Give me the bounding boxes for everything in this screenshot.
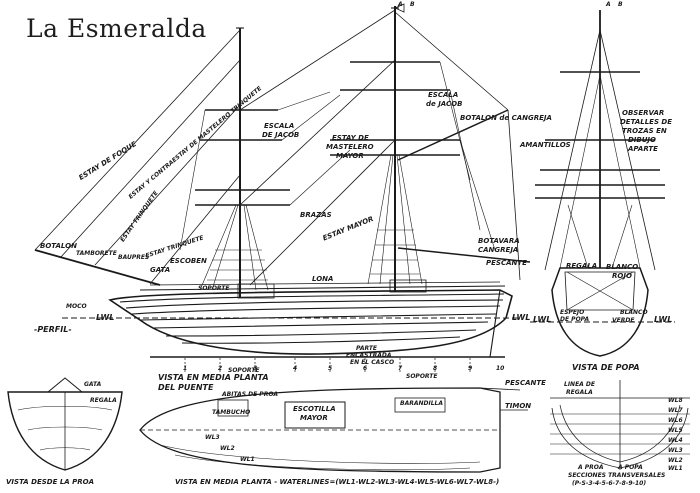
label-vista-popa: VISTA DE POPA: [572, 363, 640, 372]
label-observar-5: APARTE: [628, 145, 658, 153]
label-botavara-1: BOTAVARA: [478, 237, 520, 245]
marker-a-1: A: [398, 1, 403, 8]
label-wl1: WL1: [668, 465, 683, 472]
label-perfil: -PERFIL-: [34, 325, 72, 334]
station-7: 7: [398, 365, 403, 372]
label-media-planta-1: VISTA EN MEDIA PLANTA: [158, 373, 269, 382]
station-1: 1: [183, 365, 188, 372]
profile-hull: [108, 289, 513, 355]
label-parte-encastrada-3: EN EL CASCO: [350, 359, 395, 366]
label-wl-plan-2: WL2: [220, 445, 235, 452]
label-espejo-2: DE POPA: [560, 316, 590, 323]
label-regala-2: REGALA: [90, 397, 117, 404]
label-wl4: WL4: [668, 437, 683, 444]
station-10: 10: [496, 365, 505, 372]
station-9: 9: [468, 365, 473, 372]
label-wl-plan-3: WL3: [205, 434, 220, 441]
label-escotilla-1: ESCOTILLA: [293, 405, 336, 413]
label-observar-4: DIBUJO: [628, 136, 656, 144]
label-observar-1: OBSERVAR: [622, 109, 665, 117]
label-timon: TIMON: [505, 402, 532, 410]
label-brazas: BRAZAS: [300, 211, 332, 219]
label-estay-mastelero-3: MAYOR: [336, 152, 364, 160]
deck-plan-hull: [139, 387, 501, 473]
station-6: 6: [363, 365, 368, 372]
station-4: 4: [293, 365, 298, 372]
label-a-proa: A PROA: [578, 464, 604, 471]
label-tamborete: TAMBORETE: [76, 250, 117, 257]
label-lwl-2: LWL: [512, 313, 531, 322]
label-linea-regala-2: REGALA: [566, 389, 593, 396]
label-soporte-3: SOPORTE: [406, 373, 438, 380]
label-pescante: PESCANTE: [486, 259, 527, 267]
label-soporte-2: SOPORTE: [228, 367, 260, 374]
label-regala: REGALA: [566, 262, 598, 270]
label-wl5: WL5: [668, 427, 683, 434]
label-estay-mastelero-1: ESTAY DE: [332, 134, 369, 142]
label-secciones-2: (P-S-3-4-5-6-7-8-9-10): [572, 480, 647, 487]
label-escala-jacob-2b: de JACOB: [426, 100, 463, 108]
label-waterlines: VISTA EN MEDIA PLANTA - WATERLINES=(WL1-…: [175, 478, 500, 486]
label-baupres: BAUPRES: [118, 254, 150, 261]
label-moco: MOCO: [66, 303, 87, 310]
label-gata: GATA: [150, 266, 171, 274]
label-wl8: WL8: [668, 397, 683, 404]
label-barandilla: BARANDILLA: [400, 400, 444, 407]
label-escala-jacob-1b: DE JACOB: [262, 131, 300, 139]
label-botalon-cangreja: BOTALON de CANGREJA: [460, 114, 552, 122]
label-lwl-1: LWL: [96, 313, 115, 322]
label-observar-2: DETALLES DE: [620, 118, 673, 126]
label-linea-regala-1: LINEA DE: [564, 381, 595, 388]
marker-b-2: B: [618, 1, 623, 8]
label-botalon: BOTALON: [40, 242, 77, 250]
diagram-title: La Esmeralda: [26, 14, 207, 43]
label-vista-proa: VISTA DESDE LA PROA: [6, 478, 95, 486]
label-observar-3: TROZAS EN: [622, 127, 667, 135]
label-lwl-3: LWL: [533, 315, 552, 324]
label-wl2: WL2: [668, 457, 683, 464]
label-parte-encastrada-2: ENCASTRADA: [346, 352, 392, 359]
label-estay-mastelero-2: MASTELERO: [326, 143, 374, 151]
label-parte-encastrada-1: PARTE: [356, 345, 378, 352]
station-8: 8: [433, 365, 438, 372]
station-2: 2: [218, 365, 223, 372]
label-blanco-verde-2: VERDE: [612, 317, 635, 324]
label-rojo: ROJO: [612, 272, 632, 280]
station-3: 3: [253, 365, 258, 372]
label-espejo-1: ESPEJO: [560, 309, 585, 316]
label-abitas: ABITAS DE PROA: [222, 391, 279, 398]
stern-hull: [551, 267, 649, 357]
label-escala-jacob-1a: ESCALA: [264, 122, 295, 130]
label-lwl-4: LWL: [654, 315, 673, 324]
marker-b-1: B: [410, 1, 415, 8]
label-a-popa: A POPA: [618, 464, 643, 471]
label-tambucho: TAMBUCHO: [212, 409, 251, 416]
label-soporte: SOPORTE: [198, 285, 230, 292]
label-blanco: BLANCO: [606, 263, 639, 271]
label-lona: LONA: [312, 275, 334, 283]
label-secciones-1: SECCIONES TRANSVERSALES: [568, 472, 666, 479]
label-wl3: WL3: [668, 447, 683, 454]
label-pescante-2: PESCANTE: [505, 379, 546, 387]
label-blanco-verde-1: BLANCO: [620, 309, 648, 316]
label-media-planta-2: DEL PUENTE: [158, 383, 214, 392]
label-amantillos: AMANTILLOS: [520, 141, 571, 149]
marker-a-2: A: [606, 1, 611, 8]
bowsprit: [34, 249, 161, 286]
label-botavara-2: CANGREJA: [478, 246, 519, 254]
label-escotilla-2: MAYOR: [300, 414, 328, 422]
label-wl6: WL6: [668, 417, 683, 424]
station-5: 5: [328, 365, 333, 372]
label-escoben: ESCOBEN: [170, 257, 207, 265]
label-wl7: WL7: [668, 407, 683, 414]
label-gata-2: GATA: [84, 381, 102, 388]
label-wl-plan-1: WL1: [240, 456, 255, 463]
label-escala-jacob-2a: ESCALA: [428, 91, 459, 99]
